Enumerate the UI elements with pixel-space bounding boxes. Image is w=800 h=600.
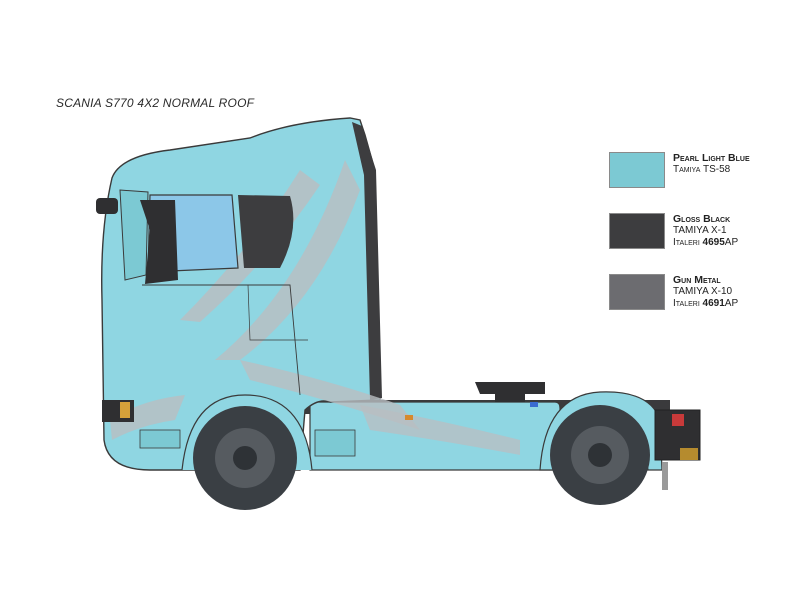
paint-code: 4695 (702, 237, 725, 248)
paint-brand: Italeri (673, 237, 700, 248)
paint-code-suffix: AP (724, 298, 739, 309)
paint-code: 4691 (702, 298, 725, 309)
paint-code: TS-58 (702, 164, 731, 175)
color-swatch (609, 213, 665, 249)
tail-light (672, 414, 684, 426)
rear-window (238, 195, 294, 268)
color-swatch (609, 152, 665, 188)
paint-brand: TAMIYA (673, 225, 709, 236)
model-title: SCANIA S770 4X2 NORMAL ROOF (56, 96, 255, 110)
paint-name: Gloss Black (673, 213, 731, 225)
front-wheel (193, 406, 297, 510)
paint-code-suffix: AP (724, 237, 739, 248)
paint-name: Gun Metal (673, 274, 721, 286)
mirror-arm (96, 198, 118, 214)
paint-brand: Italeri (673, 298, 700, 309)
fifth-wheel (475, 382, 545, 394)
cab-rear-pillar (352, 122, 382, 400)
paint-brand: Tamiya (673, 164, 701, 175)
rear-plate (680, 448, 698, 460)
color-swatch (609, 274, 665, 310)
rear-wheel (550, 405, 650, 505)
paint-brand: TAMIYA (673, 286, 709, 297)
paint-name: Pearl Light Blue (673, 152, 750, 164)
paint-code: X-10 (710, 286, 733, 297)
side-mirror (140, 200, 178, 284)
paint-code: X-1 (710, 225, 727, 236)
